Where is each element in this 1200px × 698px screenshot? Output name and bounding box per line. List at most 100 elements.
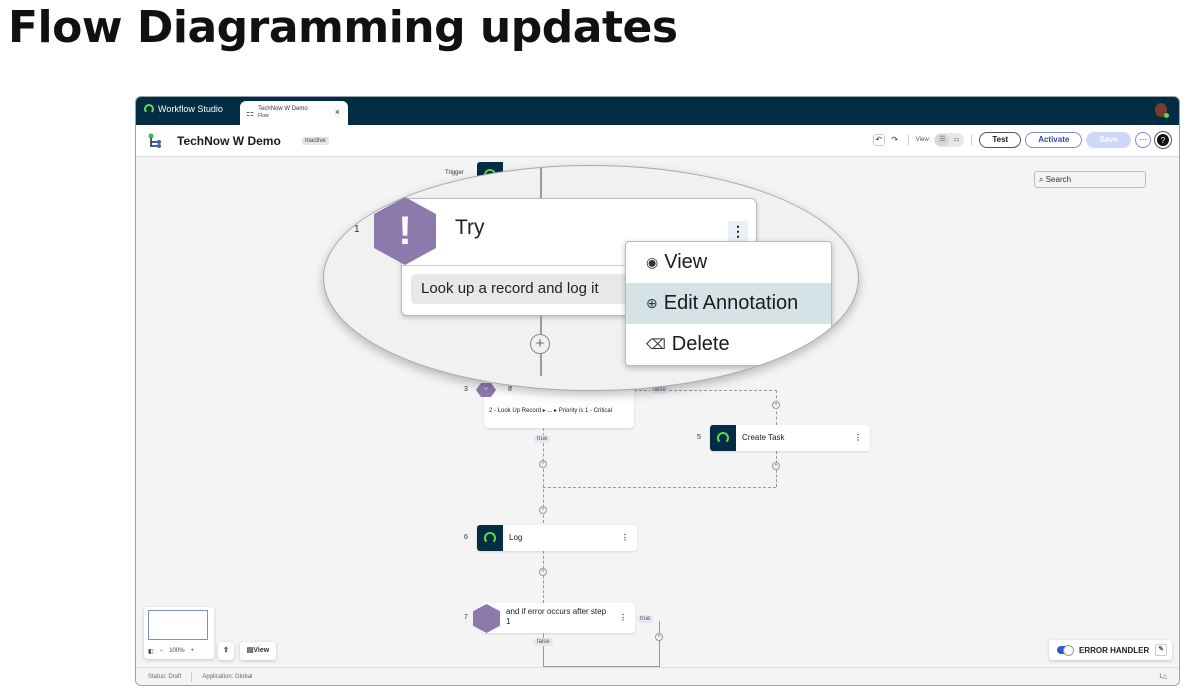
warning-hex-icon: ! <box>374 197 436 265</box>
eye-icon: ◉ <box>646 254 659 270</box>
flow-header: TechNow W Demo Inactive ↶ ↷ View: ☰ ⚏ Te… <box>136 125 1179 157</box>
minimap-viewport[interactable] <box>148 610 208 640</box>
trigger-label: Trigger <box>445 170 464 176</box>
node-number: 6 <box>464 534 468 541</box>
flow-status: Status: Draft <box>148 673 182 680</box>
error-node[interactable]: and if error occurs after step 1 ⋮ <box>481 603 635 633</box>
add-step-button[interactable]: + <box>530 334 550 354</box>
false-branch-tag: false <box>650 386 669 394</box>
false-branch-line <box>634 390 777 391</box>
redo-button[interactable]: ↷ <box>888 134 901 146</box>
loop-bottom-line <box>543 666 660 667</box>
now-action-icon <box>710 425 736 451</box>
divider <box>402 265 756 266</box>
tab-title: TechNow W Demo <box>258 106 308 112</box>
false-line <box>543 633 544 666</box>
add-step-button[interactable]: + <box>539 506 547 514</box>
brand[interactable]: Workflow Studio <box>144 104 223 114</box>
status-bar: Status: Draft Application: Global 1△ <box>136 667 1179 685</box>
menu-item-label: View <box>664 251 708 273</box>
branch-icon: ⑂ <box>476 383 496 397</box>
view-button[interactable]: ▤View <box>240 642 276 660</box>
close-icon[interactable]: × <box>334 107 340 117</box>
log-node[interactable]: Log ⋮ <box>477 525 637 551</box>
more-options-button[interactable]: ⋯ <box>1135 132 1151 148</box>
node-menu-button[interactable]: ⋮ <box>619 613 627 622</box>
false-branch-tag: false <box>534 638 553 646</box>
context-menu: ◉ View ⊕ Edit Annotation ⌫ Delete <box>625 241 832 366</box>
node-menu-button[interactable]: ⋮ <box>621 533 629 542</box>
divider <box>971 135 973 145</box>
help-button[interactable]: ? <box>1155 132 1171 148</box>
top-bar: Workflow Studio ⚏ TechNow W Demo Flow × <box>136 97 1179 125</box>
if-condition: 2 - Look Up Record ▸ ... ▸ Priority is 1… <box>489 408 613 414</box>
divider <box>191 671 193 682</box>
add-step-button[interactable]: + <box>772 462 780 470</box>
now-logo-icon <box>144 104 154 114</box>
zoom-in-button[interactable]: + <box>190 648 195 654</box>
application-scope: Application: Global <box>202 673 253 680</box>
avatar[interactable] <box>1155 103 1169 118</box>
zoom-level: 100% <box>169 648 185 654</box>
status-badge: Inactive <box>302 137 329 145</box>
tab-subtitle: Flow <box>258 113 269 119</box>
node-number: 3 <box>464 386 468 393</box>
workflow-studio-window: Workflow Studio ⚏ TechNow W Demo Flow × … <box>135 96 1180 686</box>
activate-button[interactable]: Activate <box>1025 132 1083 148</box>
true-branch-tag: true <box>534 435 551 443</box>
node-title: Try <box>455 216 485 239</box>
add-step-button[interactable]: + <box>655 633 663 641</box>
error-handler-toggle[interactable] <box>1057 645 1074 656</box>
tree-view-icon[interactable]: ☰ <box>935 134 950 146</box>
edit-pencil-icon[interactable]: ✎ <box>1155 644 1168 656</box>
zoom-controls: ◧ − 100% + <box>144 642 198 660</box>
flow-icon <box>148 133 161 148</box>
menu-item-label: Edit Annotation <box>663 292 799 314</box>
view-icon: ▤ <box>246 647 254 654</box>
menu-item-label: Delete <box>671 333 730 355</box>
slide-title: Flow Diagramming updates <box>8 2 678 53</box>
connector <box>543 551 544 603</box>
minimap-toggle-icon[interactable]: ◧ <box>148 648 154 655</box>
true-loop-line <box>659 621 660 666</box>
search-input[interactable]: ⌕ Search <box>1034 171 1146 188</box>
node-label: If <box>508 386 512 393</box>
tab-flow[interactable]: ⚏ TechNow W Demo Flow × <box>240 101 348 125</box>
search-icon: ⌕ <box>1039 175 1044 184</box>
node-number: 1 <box>354 224 360 235</box>
node-label: and if error occurs after step 1 <box>506 607 607 626</box>
zoom-out-button[interactable]: − <box>159 648 164 654</box>
minimap[interactable] <box>144 607 214 659</box>
error-handler-label: ERROR HANDLER <box>1079 645 1150 655</box>
search-placeholder: Search <box>1045 175 1072 184</box>
add-step-button[interactable]: + <box>772 401 780 409</box>
save-button[interactable]: Save <box>1086 132 1131 148</box>
node-menu-button[interactable]: ⋮ <box>728 221 748 241</box>
flow-grid-icon: ⚏ <box>246 107 255 118</box>
export-button[interactable]: ⇪ <box>218 642 234 660</box>
node-number: 7 <box>464 614 468 621</box>
undo-button[interactable]: ↶ <box>872 134 885 146</box>
page-title: TechNow W Demo <box>177 134 281 148</box>
divider <box>907 135 909 145</box>
test-button[interactable]: Test <box>979 132 1022 148</box>
notifications-indicator[interactable]: 1△ <box>1159 674 1167 680</box>
now-action-icon <box>477 525 503 551</box>
menu-item-edit-annotation[interactable]: ⊕ Edit Annotation <box>626 283 831 324</box>
menu-item-delete[interactable]: ⌫ Delete <box>626 324 831 365</box>
true-branch-line <box>543 428 544 523</box>
menu-item-view[interactable]: ◉ View <box>626 242 831 283</box>
view-button-label: View <box>253 647 270 654</box>
node-menu-button[interactable]: ⋮ <box>854 433 862 442</box>
node-number: 5 <box>697 434 701 441</box>
header-actions: ↶ ↷ View: ☰ ⚏ Test Activate Save ⋯ ? <box>872 132 1171 148</box>
add-step-button[interactable]: + <box>539 460 547 468</box>
annotation-icon: ⊕ <box>646 295 658 311</box>
view-label: View: <box>915 137 931 143</box>
brand-label: Workflow Studio <box>158 104 223 114</box>
create-task-node[interactable]: Create Task ⋮ <box>710 425 870 451</box>
trash-icon: ⌫ <box>646 336 666 352</box>
grid-view-icon[interactable]: ⚏ <box>953 136 960 143</box>
node-label: Create Task <box>742 433 785 442</box>
add-step-button[interactable]: + <box>539 568 547 576</box>
